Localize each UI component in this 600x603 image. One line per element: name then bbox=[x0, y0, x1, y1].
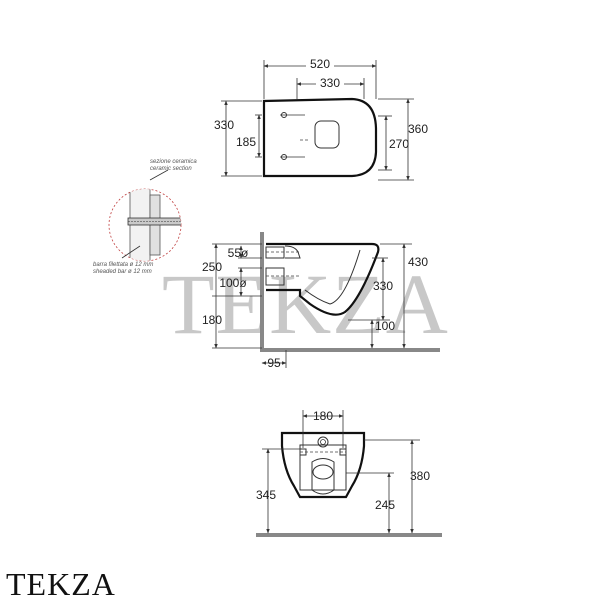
dim-top-520: 520 bbox=[310, 57, 330, 71]
dim-side-180: 180 bbox=[202, 313, 222, 327]
dim-right-270: 270 bbox=[389, 137, 409, 151]
dim-front-245: 245 bbox=[375, 498, 395, 512]
top-view: 520 330 330 185 360 270 bbox=[214, 57, 428, 181]
dim-left-330: 330 bbox=[214, 118, 234, 132]
note-ceramic-it: sezione ceramica bbox=[150, 159, 197, 165]
dim-side-330: 330 bbox=[373, 279, 393, 293]
top-view-outline bbox=[262, 97, 378, 178]
dim-front-180: 180 bbox=[313, 409, 333, 423]
dim-side-430: 430 bbox=[408, 255, 428, 269]
dim-left-185: 185 bbox=[236, 135, 256, 149]
dim-side-250: 250 bbox=[202, 260, 222, 274]
front-view-inlet bbox=[317, 436, 329, 448]
section-detail: sezione ceramica ceramic section barra f… bbox=[93, 159, 197, 275]
note-bar-it: barra filettata ø 12 mm bbox=[93, 262, 153, 268]
dim-side-95: 95 bbox=[267, 356, 281, 370]
dim-side-55: 55ø bbox=[228, 246, 249, 260]
top-view-opening bbox=[314, 120, 340, 149]
dim-right-360: 360 bbox=[408, 122, 428, 136]
brand-logo-text: TEKZA bbox=[6, 566, 116, 602]
dim-front-345: 345 bbox=[256, 488, 276, 502]
dim-top-330: 330 bbox=[320, 76, 340, 90]
side-view-bowl bbox=[266, 242, 380, 316]
dim-front-380: 380 bbox=[410, 469, 430, 483]
dim-side-100-right: 100 bbox=[375, 319, 395, 333]
side-view: 250 180 55ø 100ø 430 330 100 95 bbox=[202, 232, 440, 370]
note-ceramic-en: ceramic section bbox=[150, 166, 192, 172]
watermark-text: TEKZA bbox=[162, 256, 449, 352]
note-bar-en: sheaded bar ø 12 mm bbox=[93, 269, 152, 275]
front-view: 180 345 380 245 bbox=[256, 409, 442, 537]
dim-side-100: 100ø bbox=[219, 276, 247, 290]
front-view-body bbox=[280, 431, 366, 499]
